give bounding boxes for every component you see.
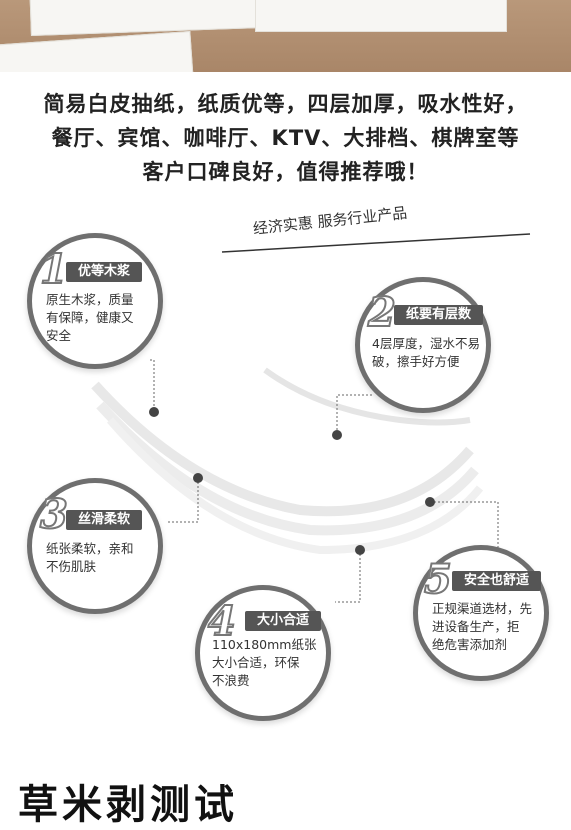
feature-4-title: 大小合适 <box>245 611 322 631</box>
feature-4-circle <box>195 585 331 721</box>
headline-line-2: 餐厅、宾馆、咖啡厅、KTV、大排档、棋牌室等 <box>51 126 520 150</box>
feature-4-desc: 110x180mm纸张 大小合适，环保 不浪费 <box>212 637 317 688</box>
feature-1-circle <box>27 233 163 369</box>
feature-3-circle <box>27 478 163 614</box>
feature-3-title: 丝滑柔软 <box>66 510 143 530</box>
feature-5-title: 安全也舒适 <box>452 571 542 591</box>
feature-3-desc: 纸张柔软，亲和 不伤肌肤 <box>46 541 134 574</box>
headline-line-1: 简易白皮抽纸，纸质优等，四层加厚，吸水性好， <box>43 92 528 116</box>
section-title: 草米剥测试 <box>18 782 238 828</box>
feature-4-number: 4 <box>207 597 237 646</box>
feature-1-number: 1 <box>39 245 69 294</box>
feature-2-circle <box>355 277 491 413</box>
feature-3-number: 3 <box>39 490 69 539</box>
feature-2-desc: 4层厚度，湿水不易 破，擦手好方便 <box>372 336 480 369</box>
feature-1-desc: 原生木浆，质量 有保障，健康又 安全 <box>46 292 134 343</box>
feature-5-number: 5 <box>423 555 453 604</box>
headline-line-3: 客户口碑良好，值得推荐哦！ <box>142 160 429 184</box>
tissue-photo <box>0 0 571 72</box>
feature-5-circle <box>413 545 549 681</box>
feature-2-number: 2 <box>367 288 397 337</box>
tissue-graphic <box>91 233 531 603</box>
feature-1-title: 优等木浆 <box>66 262 143 282</box>
feature-2-title: 纸要有层数 <box>394 305 484 325</box>
feature-5-desc: 正规渠道选材，先 进设备生产，拒 绝危害添加剂 <box>432 601 533 652</box>
